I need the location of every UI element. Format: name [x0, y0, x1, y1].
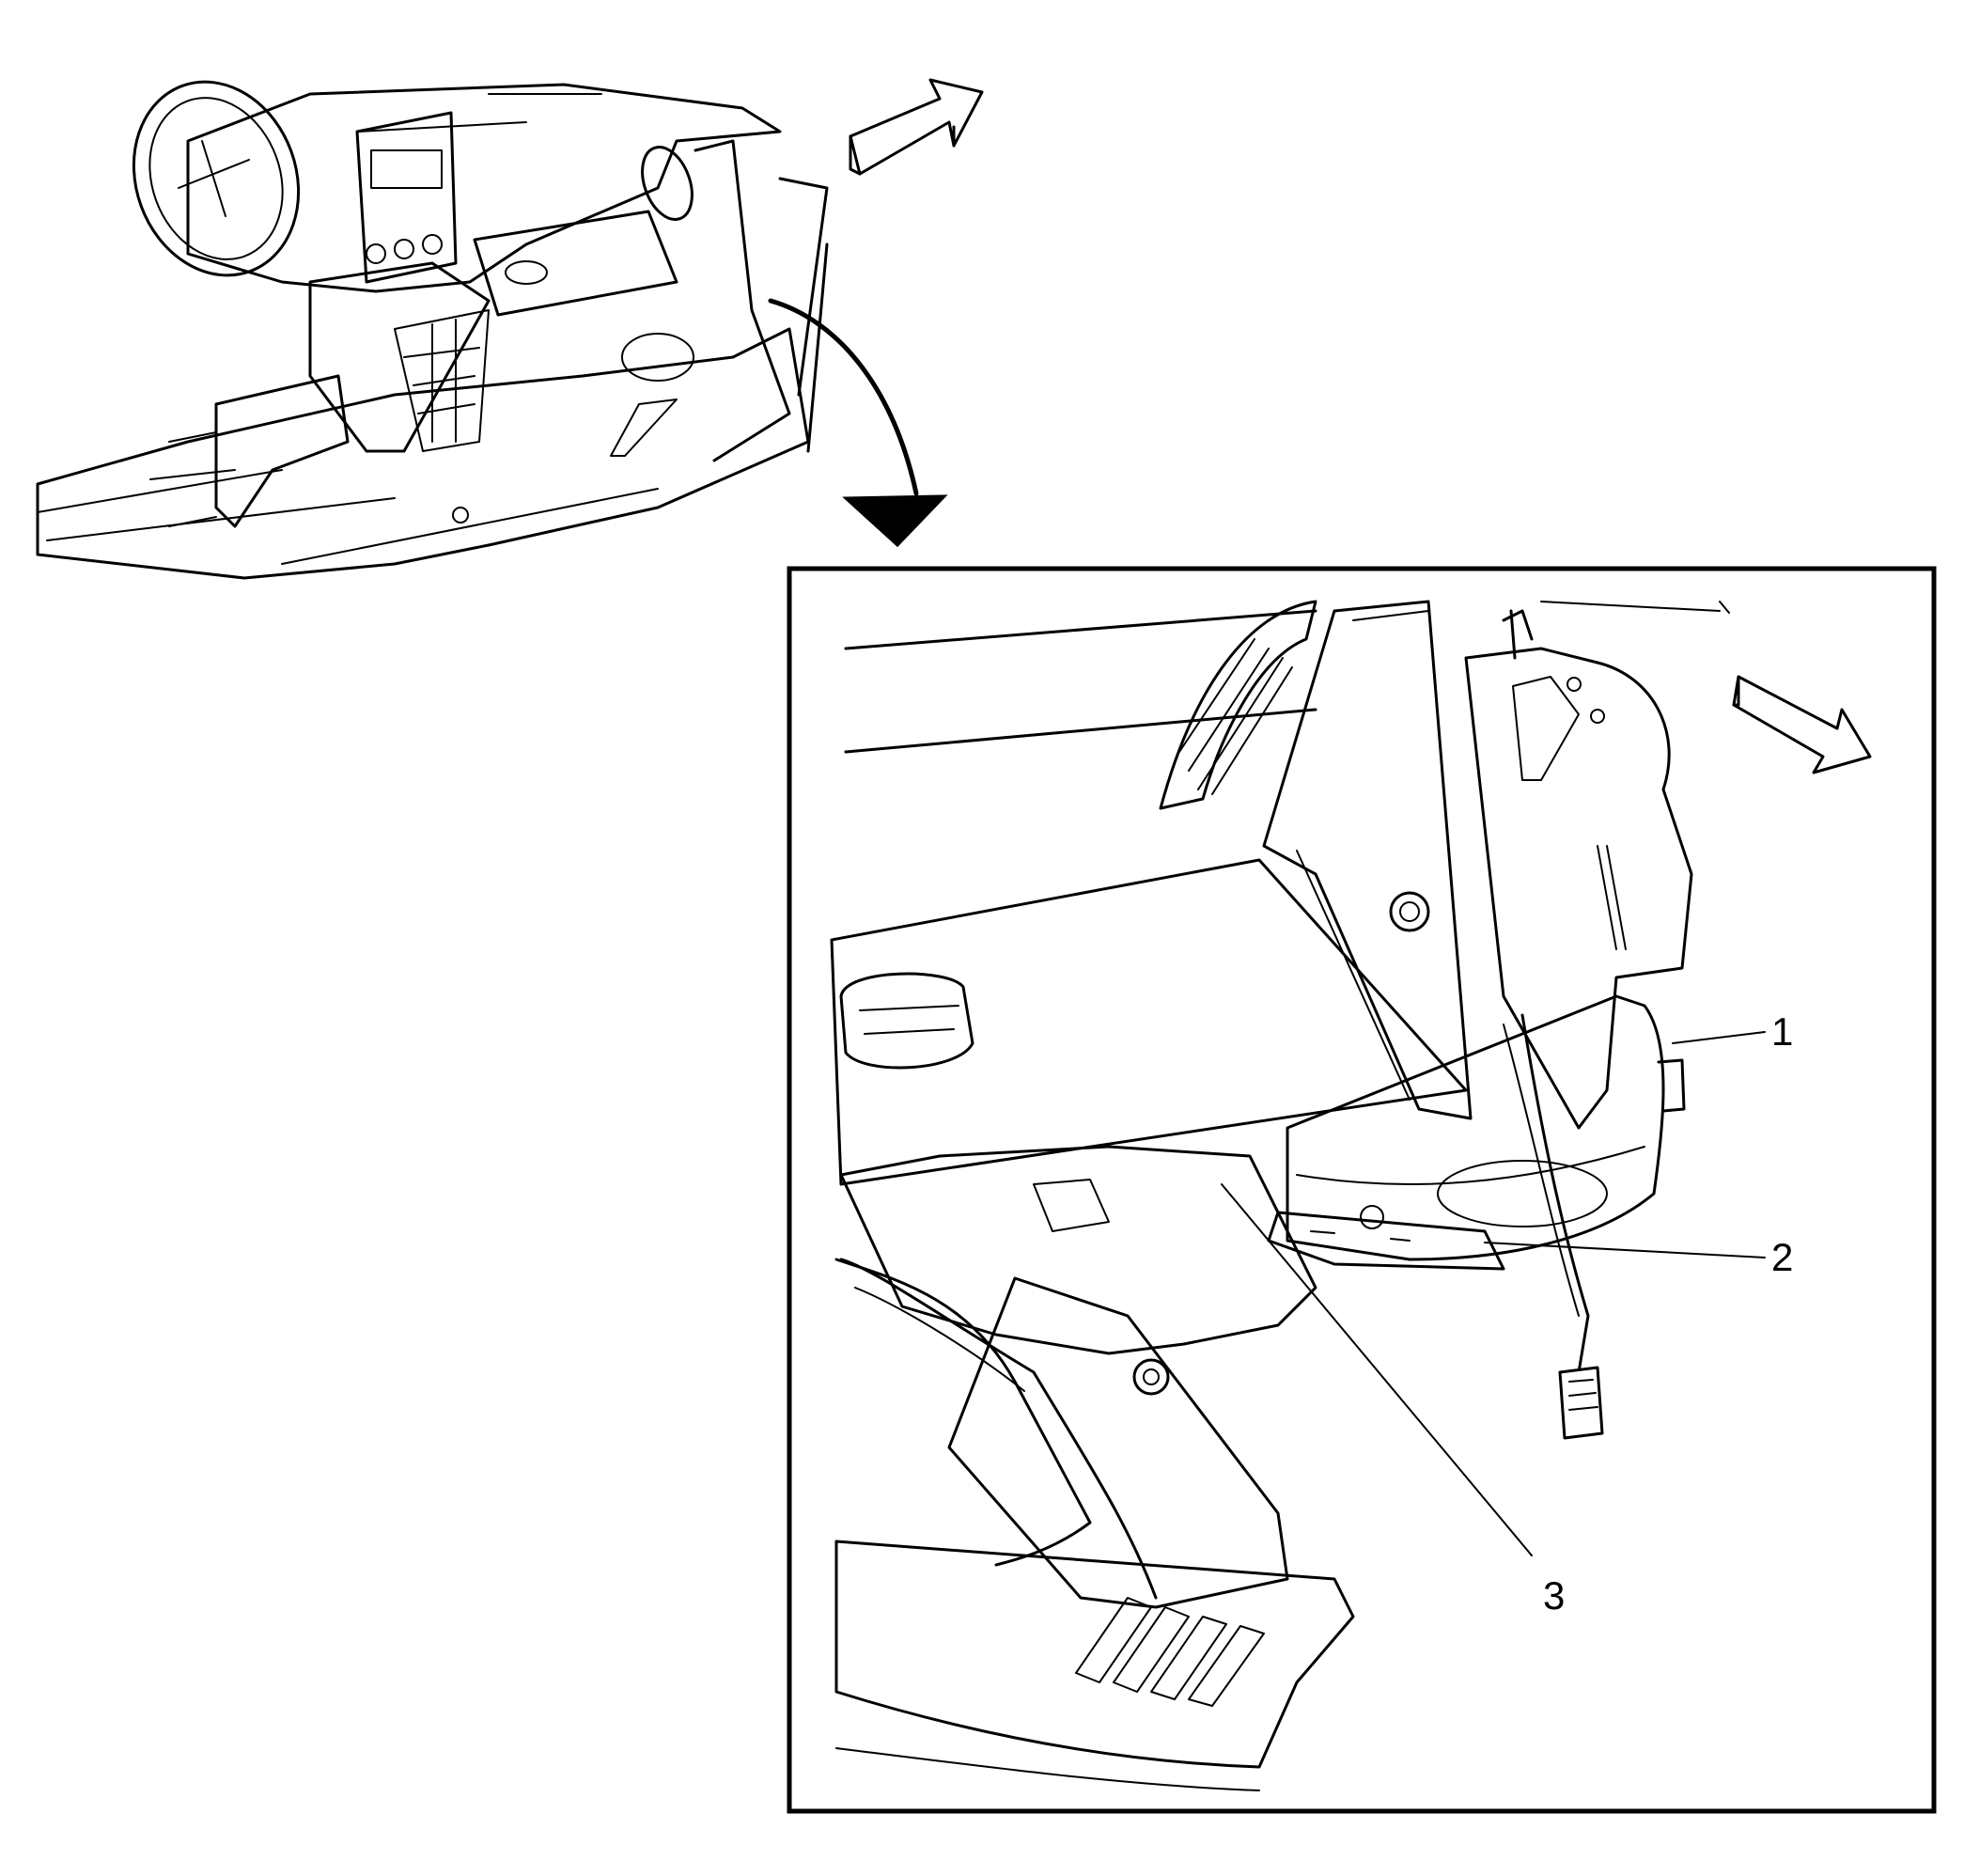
callout-3: 3: [1221, 1183, 1565, 1618]
detail-view-frame: [787, 566, 1937, 1814]
callout-1: 1: [1672, 1009, 1793, 1054]
callout-3-label: 3: [1543, 1573, 1565, 1618]
direction-arrow-icon: [849, 78, 984, 176]
callout-2-label: 2: [1771, 1235, 1793, 1279]
detail-illustration: [830, 600, 1730, 1791]
overview-dashboard-illustration: [36, 80, 829, 580]
zoom-arrow-icon: [768, 298, 948, 548]
direction-arrow-icon: [1732, 675, 1872, 774]
callout-2: 2: [1484, 1235, 1793, 1279]
blower-motor-assembly: [1286, 994, 1686, 1261]
callout-1-label: 1: [1771, 1009, 1793, 1054]
